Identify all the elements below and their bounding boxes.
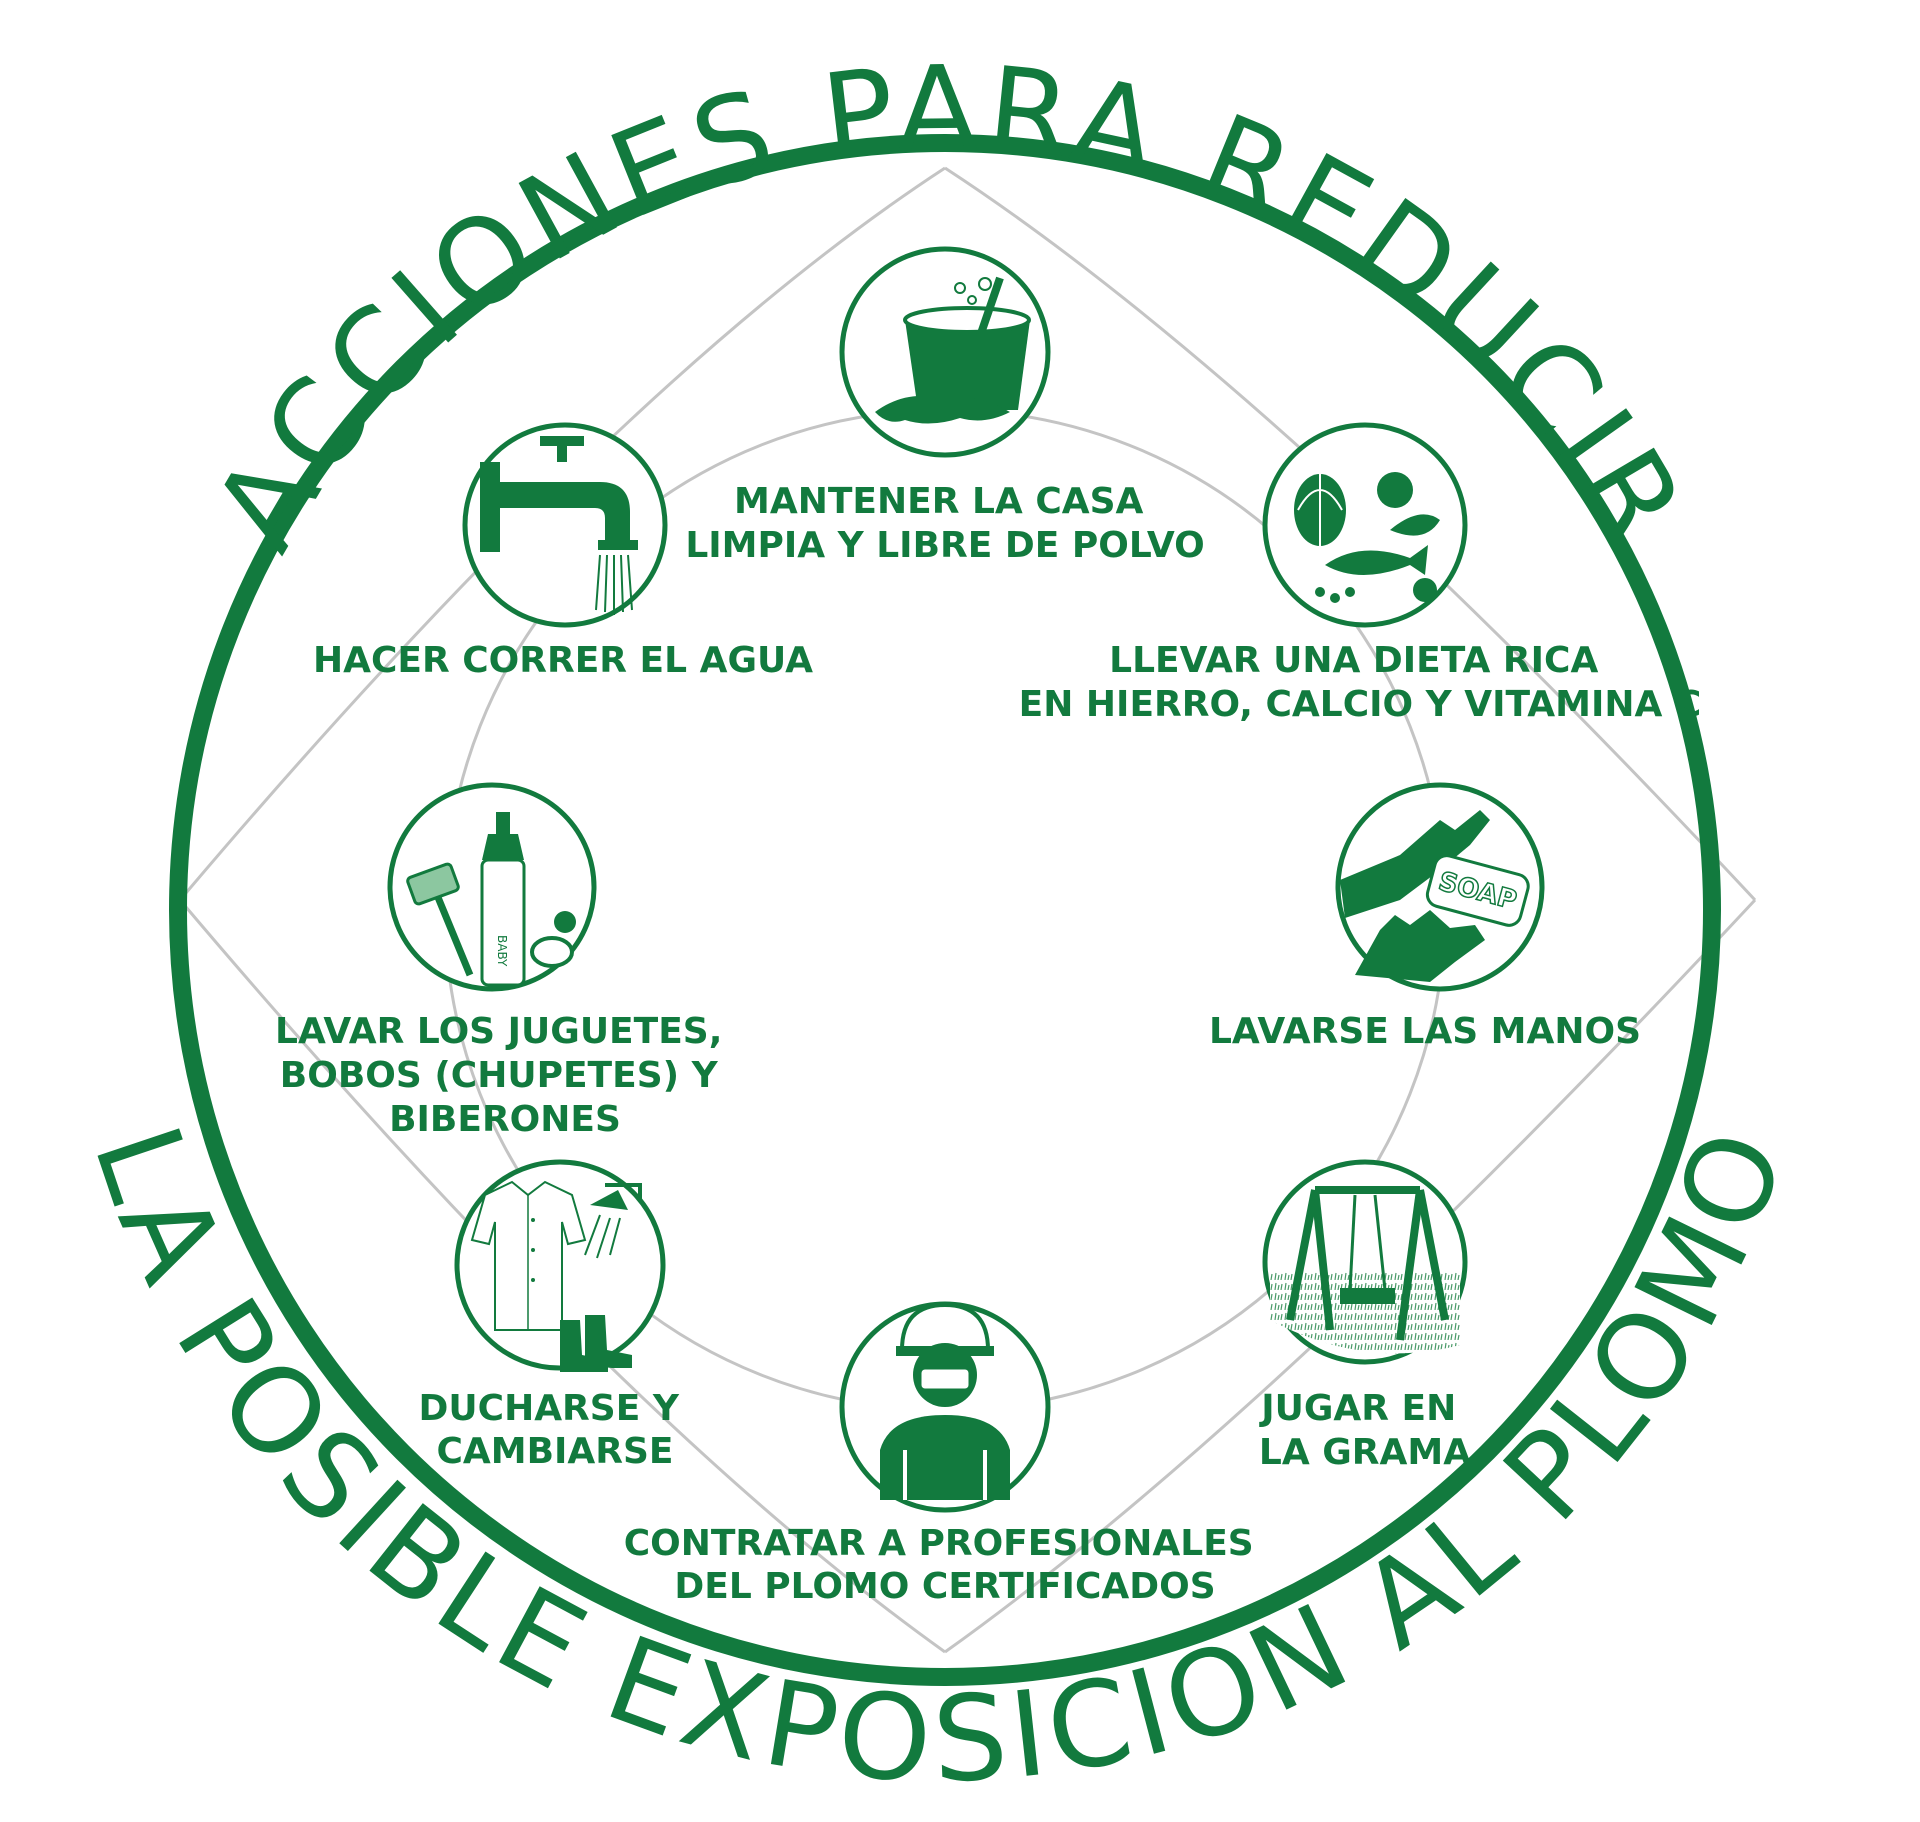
worker-mask-icon (880, 1302, 1010, 1500)
swing-grass-icon (1270, 1186, 1460, 1354)
label-play-grass: JUGAR EN LA GRAMA (1258, 1388, 1471, 1473)
action-shower-change (454, 1159, 666, 1372)
action-wash-toys: BABY (387, 782, 597, 992)
label-run-water: HACER CORRER EL AGUA (313, 640, 813, 681)
outer-ring (169, 134, 1721, 1686)
action-play-grass (1262, 1159, 1468, 1365)
hands-soap-icon: SOAP (1340, 810, 1530, 982)
label-clean-house: MANTENER LA CASA LIMPIA Y LIBRE DE POLVO (685, 481, 1204, 566)
action-diet (1262, 422, 1468, 628)
label-hire-professionals: CONTRATAR A PROFESIONALES DEL PLOMO CERT… (624, 1523, 1267, 1607)
label-shower-change: DUCHARSE Y CAMBIARSE (419, 1388, 692, 1472)
label-wash-hands: LAVARSE LAS MANOS (1209, 1011, 1641, 1052)
action-hire-professionals (839, 1301, 1051, 1513)
label-diet: LLEVAR UNA DIETA RICA EN HIERRO, CALCIO … (1019, 640, 1702, 725)
label-wash-toys: LAVAR LOS JUGUETES, BOBOS (CHUPETES) Y B… (275, 1011, 735, 1140)
baby-bottle-toys-icon: BABY (406, 812, 576, 987)
water-faucet-icon (480, 436, 638, 615)
mop-bucket-icon (875, 276, 1031, 424)
healthy-food-icon (1294, 472, 1440, 603)
svg-text:BABY: BABY (495, 935, 509, 967)
action-wash-hands: SOAP (1335, 782, 1545, 992)
action-run-water (462, 422, 668, 628)
action-clean-house (839, 246, 1051, 458)
shirt-shower-boots-icon (470, 1180, 642, 1372)
